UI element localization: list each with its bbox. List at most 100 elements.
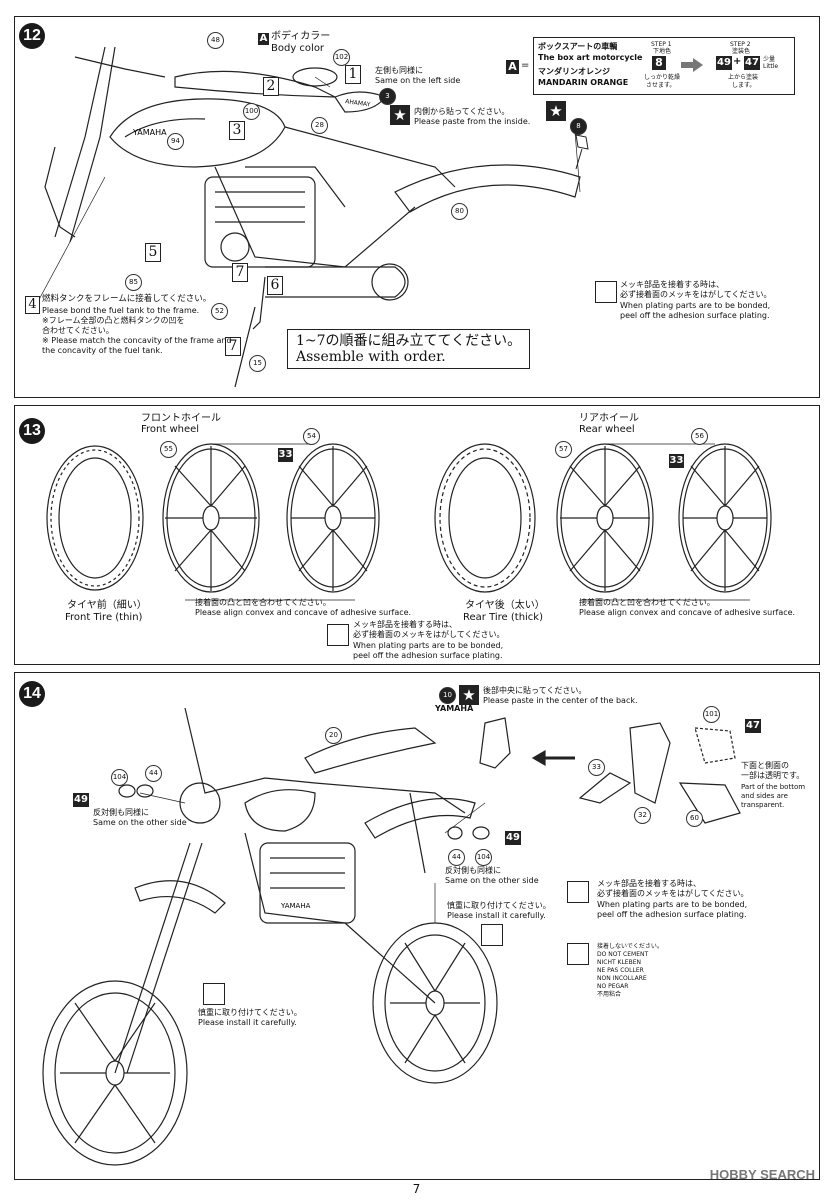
paste-inside-en: Please paste from the inside. bbox=[414, 117, 531, 126]
step2-label: STEP 2 bbox=[730, 41, 751, 48]
box-art-title-jp: ボックスアートの車輌 bbox=[538, 42, 618, 51]
plating-jp-1: メッキ部品を接着する時は、 bbox=[597, 879, 701, 888]
star-icon: ★ bbox=[390, 105, 410, 125]
part-52: 52 bbox=[211, 303, 228, 320]
part-56: 56 bbox=[691, 428, 708, 445]
color-a-badge: A bbox=[258, 33, 269, 45]
align-front-jp: 接着面の凸と凹を合わせてください。 bbox=[195, 598, 331, 607]
assemble-order-box: 1~7の順番に組み立ててください。 Assemble with order. bbox=[287, 329, 531, 369]
careful-install-icon bbox=[481, 924, 503, 946]
plating-en-1: When plating parts are to be bonded, bbox=[597, 900, 748, 909]
install-left-jp: 慎重に取り付けてください。 bbox=[198, 1008, 302, 1017]
part-55: 55 bbox=[160, 441, 177, 458]
part-101: 101 bbox=[703, 706, 720, 723]
step2-note-1: 上から塗装 bbox=[728, 74, 759, 81]
plating-jp-2: 必ず接着面のメッキをはがしてください。 bbox=[597, 889, 749, 898]
fuel-tank-en-3: the concavity of the fuel tank. bbox=[42, 346, 163, 355]
transparent-jp-2: 一部は透明です。 bbox=[741, 771, 805, 780]
order-1: 1 bbox=[345, 65, 361, 84]
fuel-tank-jp-3: 合わせてください。 bbox=[42, 326, 114, 335]
no-cement-2: NICHT KLEBEN bbox=[597, 959, 641, 966]
body-color-en: Body color bbox=[271, 43, 325, 54]
star-icon-2: ★ bbox=[546, 101, 566, 121]
no-cement-4: NON INCOLLARE bbox=[597, 975, 647, 982]
no-cement-0: 接着しないでください。 bbox=[597, 943, 663, 950]
no-cement-1: DO NOT CEMENT bbox=[597, 951, 649, 958]
align-rear-en: Please align convex and concave of adhes… bbox=[579, 608, 796, 617]
complete-motorcycle-illustration: YAMAHA bbox=[42, 707, 741, 1166]
front-wheel-jp: フロントホイール bbox=[141, 413, 221, 424]
same-other-right-en: Same on the other side bbox=[445, 876, 539, 885]
align-front-en: Please align convex and concave of adhes… bbox=[195, 608, 412, 617]
step1-note-1: しっかり乾燥 bbox=[644, 74, 681, 81]
order-3: 3 bbox=[229, 121, 245, 140]
box-art-title-en: The box art motorcycle bbox=[538, 53, 643, 62]
same-left-en: Same on the left side bbox=[375, 76, 461, 85]
part-104-left: 104 bbox=[111, 769, 128, 786]
plating-jp-2: 必ず接着面のメッキをはがしてください。 bbox=[620, 290, 772, 299]
plating-jp-1: メッキ部品を接着する時は、 bbox=[620, 280, 724, 289]
little-jp: 少量 bbox=[763, 56, 776, 63]
order-en: Assemble with order. bbox=[296, 349, 446, 365]
same-left-jp: 左側も同様に bbox=[375, 66, 423, 75]
transparent-jp-1: 下面と側面の bbox=[741, 761, 789, 770]
install-right-jp: 慎重に取り付けてください。 bbox=[447, 901, 551, 910]
rear-tire-en: Rear Tire (thick) bbox=[463, 612, 543, 623]
rear-wheel-en: Rear wheel bbox=[579, 424, 635, 435]
install-left-en: Please install it carefully. bbox=[198, 1018, 297, 1027]
plating-en-2: peel off the adhesion surface plating. bbox=[597, 910, 747, 919]
same-other-right-jp: 反対側も同様に bbox=[445, 866, 501, 875]
decal-part-8-illustration bbox=[575, 134, 589, 170]
color-49-left: 49 bbox=[73, 793, 89, 807]
part-8: 8 bbox=[570, 118, 587, 135]
wheels-illustration bbox=[46, 443, 772, 601]
step-12-panel: 12 bbox=[14, 16, 820, 398]
part-102: 102 bbox=[333, 49, 350, 66]
decal-text: AHAMAY bbox=[345, 98, 371, 108]
plating-warning-icon bbox=[567, 881, 589, 903]
color-spec-box: ボックスアートの車輌 The box art motorcycle マンダリンオ… bbox=[533, 37, 795, 95]
step-number: 14 bbox=[19, 681, 45, 707]
order-5: 5 bbox=[145, 243, 161, 262]
step-number: 13 bbox=[19, 418, 45, 444]
plating-en-2: peel off the adhesion surface plating. bbox=[620, 311, 770, 320]
little-en: Little bbox=[763, 63, 779, 70]
color-33-front: 33 bbox=[278, 448, 293, 462]
rear-wheel-jp: リアホイール bbox=[579, 413, 639, 424]
front-wheel-en: Front wheel bbox=[141, 424, 200, 435]
rear-tire-jp: タイヤ後（太い） bbox=[465, 600, 545, 611]
color-33-rear: 33 bbox=[669, 454, 684, 468]
body-color-jp: ボディカラー bbox=[271, 31, 331, 42]
part-54: 54 bbox=[303, 428, 320, 445]
fuel-tank-jp-1: 燃料タンクをフレームに接着してください。 bbox=[42, 294, 212, 304]
no-cement-icon bbox=[567, 943, 589, 965]
order-jp: 1~7の順番に組み立ててください。 bbox=[296, 333, 522, 349]
part-94: 94 bbox=[167, 133, 184, 150]
part-85: 85 bbox=[125, 274, 142, 291]
part-80: 80 bbox=[451, 203, 468, 220]
order-7b: 7 bbox=[225, 337, 241, 356]
step1-sub: 下地色 bbox=[653, 48, 672, 55]
fuel-tank-jp-2: ※フレーム全部の凸と燃料タンクの凹を bbox=[42, 316, 185, 325]
part-57: 57 bbox=[555, 441, 572, 458]
plating-warning-icon bbox=[595, 281, 617, 303]
install-right-en: Please install it carefully. bbox=[447, 911, 546, 920]
step1-color-number: 8 bbox=[652, 56, 666, 70]
part-100: 100 bbox=[243, 103, 260, 120]
watermark: HOBBY SEARCH bbox=[709, 1167, 815, 1182]
part-48: 48 bbox=[207, 32, 224, 49]
part-10: 10 bbox=[439, 687, 456, 704]
front-tire-en: Front Tire (thin) bbox=[65, 612, 143, 623]
paste-center-en: Please paste in the center of the back. bbox=[483, 696, 638, 705]
step1-label: STEP 1 bbox=[651, 41, 672, 48]
plus-sign: + bbox=[733, 56, 742, 67]
arrow-right-icon bbox=[681, 58, 703, 72]
page-number: 7 bbox=[412, 1182, 421, 1196]
order-4: 4 bbox=[25, 296, 40, 314]
plating-jp-2: 必ず接着面のメッキをはがしてください。 bbox=[353, 630, 505, 639]
transparent-en-3: transparent. bbox=[741, 801, 785, 809]
fuel-tank-en-1: Please bond the fuel tank to the frame. bbox=[42, 306, 200, 315]
paste-center-jp: 後部中央に貼ってください。 bbox=[483, 686, 587, 695]
part-104-right: 104 bbox=[475, 849, 492, 866]
transparent-en-1: Part of the bottom bbox=[741, 783, 806, 791]
